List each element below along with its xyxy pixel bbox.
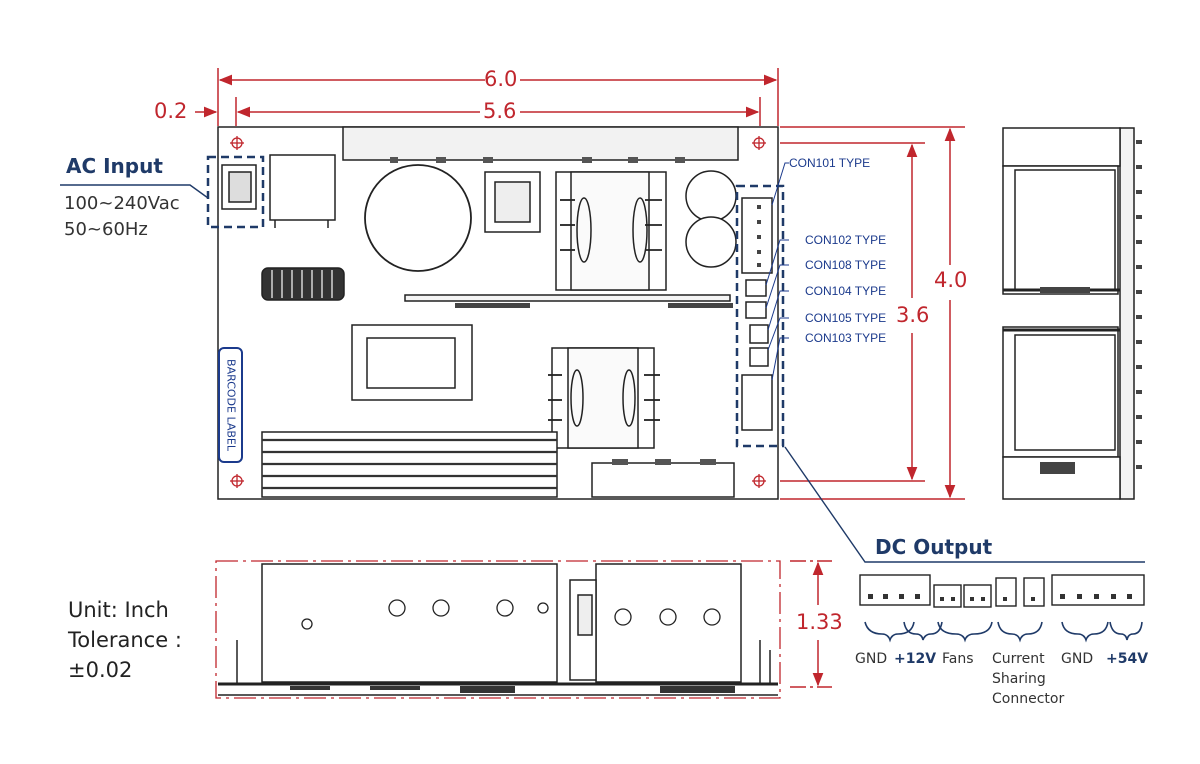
overall-width-label: 6.0 xyxy=(484,67,518,91)
legend-gnd-1: GND xyxy=(855,651,888,667)
ac-input-voltage: 100~240Vac xyxy=(64,193,180,214)
legend-gnd-2: GND xyxy=(1061,651,1094,667)
legend-current: Current xyxy=(992,651,1045,667)
connector-label-con101: CON101 TYPE xyxy=(789,156,871,170)
dc-output-connectors xyxy=(859,574,1145,608)
legend-54v-text: +54V xyxy=(1106,651,1149,667)
margin-offset-label: 0.2 xyxy=(154,99,188,123)
inner-height-label: 3.6 xyxy=(896,303,930,327)
side-view-board xyxy=(215,560,781,699)
side-height-label: 1.33 xyxy=(796,610,843,634)
dimension-lines xyxy=(195,68,965,688)
connector-leaders xyxy=(765,162,789,381)
legend-fans: Fans xyxy=(942,651,974,667)
connector-label-con104: CON104 TYPE xyxy=(805,284,887,298)
side-screws xyxy=(301,599,721,630)
connector-label-con108: CON108 TYPE xyxy=(805,258,887,272)
top-view-board xyxy=(206,126,785,500)
leader-lines xyxy=(60,184,1145,563)
legend-sharing: Sharing xyxy=(992,671,1046,687)
dc-output-title: DC Output xyxy=(875,535,993,559)
legend-connector: Connector xyxy=(992,691,1065,707)
ac-input-title: AC Input xyxy=(66,154,163,178)
tolerance-label: Tolerance : xyxy=(68,628,182,652)
legend-12v: +12V xyxy=(894,651,936,667)
tolerance-value: ±0.02 xyxy=(68,658,133,682)
connector-label-con103: CON103 TYPE xyxy=(805,331,887,345)
barcode-label: BARCODE LABEL xyxy=(224,359,238,451)
right-side-view xyxy=(1002,127,1142,500)
unit-label: Unit: Inch xyxy=(68,598,169,622)
connector-label-con105: CON105 TYPE xyxy=(805,311,887,325)
legend-12v-text: +12V xyxy=(894,651,937,667)
inner-width-label: 5.6 xyxy=(483,99,517,123)
ac-input-frequency: 50~60Hz xyxy=(64,219,148,240)
overall-height-label: 4.0 xyxy=(934,268,968,292)
dc-output-braces xyxy=(864,621,1143,643)
connector-label-con102: CON102 TYPE xyxy=(805,233,887,247)
legend-54v: +54V xyxy=(1106,651,1148,667)
